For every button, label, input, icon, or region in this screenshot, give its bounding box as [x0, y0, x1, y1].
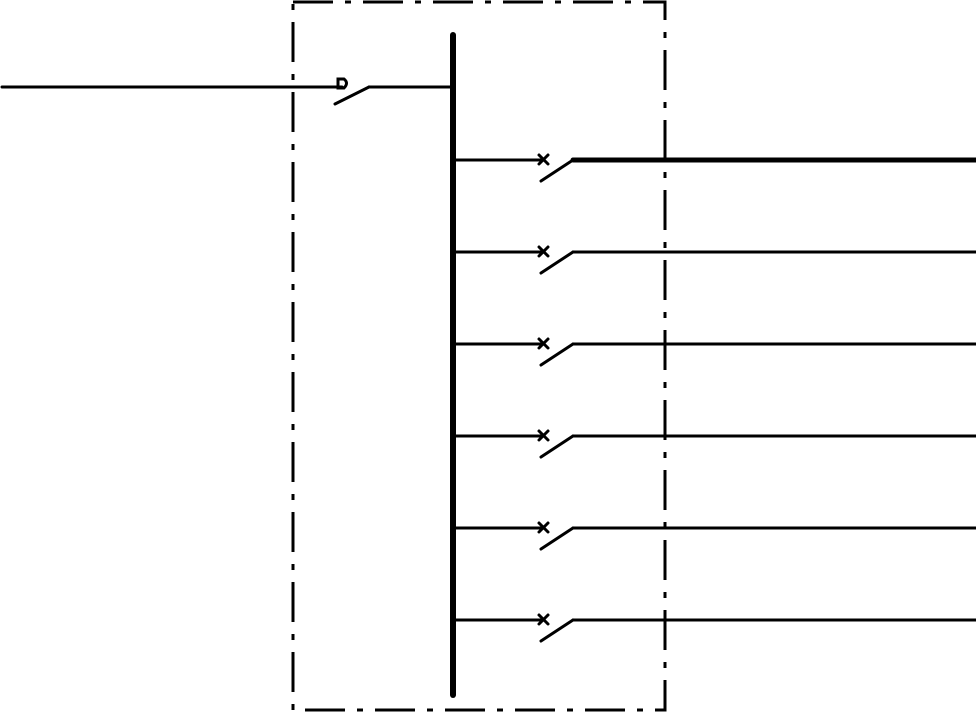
outgoing-feeders: [451, 153, 976, 643]
circuit-breaker-icon: [537, 153, 575, 183]
outgoing-feeder: [451, 153, 976, 183]
circuit-breaker-icon: [537, 337, 575, 367]
outgoing-feeder: [451, 245, 976, 275]
outgoing-feeder: [451, 337, 976, 367]
outgoing-feeder: [451, 429, 976, 459]
outgoing-feeder: [451, 613, 976, 643]
circuit-breaker-icon: [537, 429, 575, 459]
incoming-feeder: [0, 77, 455, 106]
circuit-breaker-icon: [537, 245, 575, 275]
outgoing-feeder: [451, 521, 976, 551]
disconnector-switch-icon: [333, 77, 371, 106]
enclosure-boundary: [291, 0, 667, 712]
circuit-breaker-icon: [537, 521, 575, 551]
circuit-breaker-icon: [537, 613, 575, 643]
